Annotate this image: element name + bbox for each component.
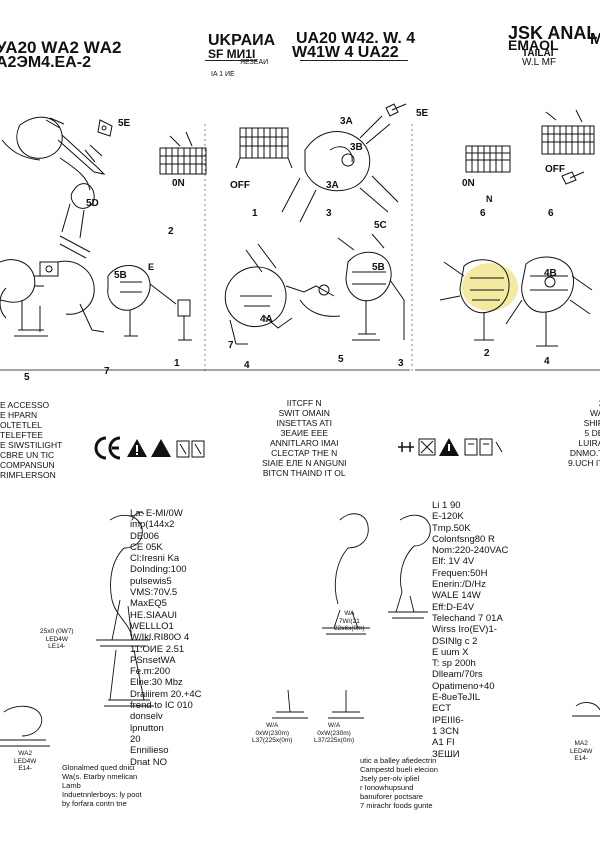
on-label-left: 0N: [172, 178, 185, 189]
indoor-icon-right: [464, 438, 504, 456]
title-right-3: TAILAI: [522, 48, 554, 59]
step-number-6: 6: [480, 208, 486, 219]
step-number-3b: 3: [398, 358, 404, 369]
warning-triangle-icon-left: [126, 437, 148, 459]
warning-text-mid: IITCFF N SWIT OMAIN INSETTAS ATI ЗЕАИЕ Е…: [262, 398, 347, 478]
hand-drawing-left: [16, 116, 63, 159]
indoor-icon-left: [176, 440, 206, 458]
part-label-5b-b: 5B: [372, 262, 385, 273]
step-number-2b: 2: [484, 348, 490, 359]
part-label-5e-a: 5E: [118, 118, 131, 129]
lamp-assembly-mid-2: [337, 233, 405, 341]
warning-triangle-icon-right: [438, 436, 460, 458]
step-number-6b: 6: [548, 208, 554, 219]
warning-text-left: E ACCESSO E HPARN OLTETLEL TELEFTEE E SI…: [0, 400, 63, 480]
title-right-2: EMAOL: [508, 37, 559, 53]
dimension-left-lower: WA2 LED4W E14-: [14, 750, 37, 772]
part-label-5e-b: 5E: [416, 108, 429, 119]
title-mid-a-sub: SF MИ1I: [208, 47, 256, 61]
small-mid-caption: ЯЕЗЕАИ: [240, 59, 269, 66]
step-number-2: 2: [168, 226, 174, 237]
title-mid-b-2: W41W 4 UA22: [292, 44, 399, 61]
spec-block-left: La: E-MI/0W imp(144x2 DE006 CE 05K Cl:Ir…: [130, 508, 202, 768]
step-number-7: 7: [104, 366, 110, 377]
header-rule-mid: [300, 60, 408, 61]
step-number-1: 1: [252, 208, 258, 219]
step-number-5b: 5: [338, 354, 344, 365]
dimension-left-upper: 25x0 (0W7) LED4W LE14-: [40, 628, 74, 650]
terminal-block-4: [541, 109, 595, 155]
step-number-3: 3: [326, 208, 332, 219]
step-number-4b: 4: [544, 356, 550, 367]
dimension-right-lower: MA2 LED4W E14-: [570, 740, 593, 762]
step-number-1b: 1: [174, 358, 180, 369]
part-label-5b-a: 5B: [114, 270, 127, 281]
part-label-5d: 5D: [86, 198, 99, 209]
screwdriver-left: [57, 134, 106, 175]
part-label-3a-b: 3A: [326, 180, 339, 191]
lamp-assembly-right: [439, 259, 510, 341]
part-label-4b: 4B: [544, 268, 557, 279]
part-label-3a-a: 3A: [340, 116, 353, 127]
title-left-1: УА20 WА2 WА2: [0, 38, 122, 57]
hand-drawing-mid: [281, 115, 399, 223]
on-label-right: 0N: [462, 178, 475, 189]
spec-block-right: Li 1 90 E-120K Tmp.50K Colonfsng80 R Nom…: [432, 500, 509, 760]
n-label: N: [486, 194, 493, 204]
terminal-block-3: [465, 145, 511, 173]
terminal-block-1: [159, 131, 207, 175]
header-rule-left: [205, 60, 257, 61]
terminal-block-2: [235, 127, 293, 169]
off-label-right: OFF: [545, 164, 565, 175]
class2-icon-left: [150, 437, 172, 459]
cross-icon-right: [418, 438, 436, 456]
compliance-text-left: Glonalmed qued dnici Wa(s. Etarby nmelic…: [62, 763, 142, 808]
lamp-drawing-right: [388, 514, 600, 717]
title-right-4: W.L MF: [522, 57, 557, 68]
step-number-7b: 7: [228, 340, 234, 351]
part-label-4a: 4A: [260, 314, 273, 325]
dimension-mid-upper: WA 7W/(21 22x6x(0m): [334, 610, 365, 632]
title-right-1: JSK ANAL: [508, 23, 598, 43]
lamp-assembly-left: [0, 235, 105, 337]
part-label-5c: 5C: [374, 220, 387, 231]
ce-mark-left: [94, 436, 124, 460]
title-mid-b-1: UA20 W42. W. 4: [296, 30, 416, 47]
warning-text-right: 2 WA SHIP 5 DE LUIRA DNMO.T 9.UCH IT: [568, 398, 600, 468]
step-number-4: 4: [244, 360, 250, 371]
plug-icon-right: [396, 440, 416, 454]
step-number-5: 5: [24, 372, 30, 383]
lamp-assembly-right-2: [505, 256, 593, 347]
lamp-drawing-mid: [272, 513, 370, 719]
lamp-assembly-mid: [224, 243, 341, 345]
title-mid-a: UKPAИA: [208, 32, 276, 49]
e-label: E: [148, 262, 155, 272]
dimension-mid-lower-b: W/A 0xW(230m) L37/225x(0m): [314, 722, 355, 744]
compliance-text-right: utic a balley afiedectrin Campestd bueli…: [360, 756, 438, 810]
off-label-left: OFF: [230, 180, 250, 191]
part-label-3b: 3B: [350, 142, 363, 153]
highlight-glow: [462, 263, 518, 311]
dimension-mid-lower-a: W/A 0xW(230m) L37(225x(0m): [252, 722, 293, 744]
lamp-drawing-left: [0, 511, 154, 747]
small-left-caption: IA 1 ИЕ: [211, 71, 235, 78]
lamp-assembly-left-2: [107, 265, 192, 341]
title-left-2: А2ЭМ4.ЕА-2: [0, 54, 91, 71]
title-right-edge: M: [590, 31, 600, 48]
